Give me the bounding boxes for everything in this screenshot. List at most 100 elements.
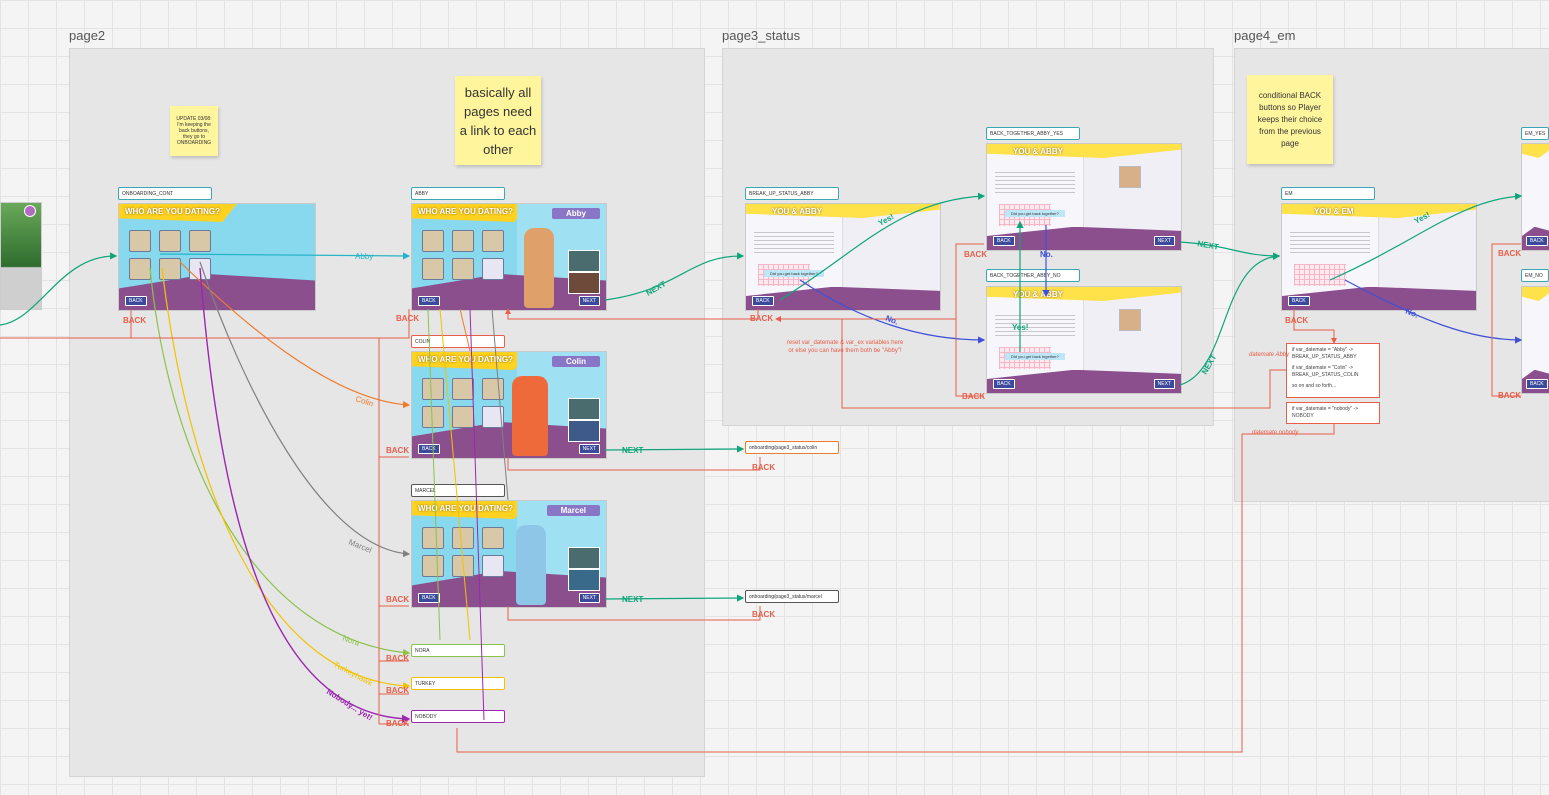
edge-back-abby[interactable]	[0, 309, 410, 339]
frame-colin[interactable]: WHO ARE YOU DATING? Colin BACK NEXT	[411, 351, 607, 459]
label-nobody[interactable]: NOBODY	[411, 710, 505, 723]
edge-next-marcel[interactable]	[604, 594, 745, 602]
edge-datemate-abby[interactable]	[841, 319, 1286, 409]
next-button[interactable]: NEXT	[578, 593, 600, 603]
back-button[interactable]: BACK	[418, 593, 440, 603]
edge-back-break-up[interactable]	[505, 308, 759, 320]
avatar[interactable]	[189, 230, 211, 252]
frame-heading: WHO ARE YOU DATING?	[125, 207, 220, 216]
edge-nobody[interactable]	[199, 267, 411, 723]
avatar[interactable]	[482, 258, 504, 280]
frame-marcel[interactable]: WHO ARE YOU DATING? Marcel BACK NEXT	[411, 500, 607, 608]
frame-back-together-abby-yes[interactable]: YOU & ABBY Did you get back together? BA…	[986, 143, 1182, 251]
edge-colin[interactable]	[179, 261, 411, 409]
label-marcel-next[interactable]: onboarding/page3_status/marcel	[745, 590, 839, 603]
photo	[568, 272, 600, 294]
frame-onboarding-cont[interactable]: WHO ARE YOU DATING? BACK	[118, 203, 316, 311]
character-name: Colin	[552, 356, 600, 367]
edge-back-colin-status[interactable]	[507, 457, 761, 471]
label-break-up-status-abby[interactable]: BREAK_UP_STATUS_ABBY	[745, 187, 839, 200]
avatar[interactable]	[452, 258, 474, 280]
edge-marcel[interactable]	[199, 261, 411, 558]
label-em[interactable]: EM	[1281, 187, 1375, 200]
edge-no[interactable]	[799, 279, 986, 344]
conditional-nobody-note[interactable]: if var_datemate = "nobody" -> NOBODY	[1286, 402, 1380, 424]
avatar[interactable]	[482, 406, 504, 428]
frame-abby[interactable]: WHO ARE YOU DATING? Abby BACK NEXT	[411, 203, 607, 311]
frame-heading: WHO ARE YOU DATING?	[418, 355, 513, 364]
edge-yes[interactable]	[779, 192, 986, 301]
frame-back-together-abby-no[interactable]: YOU & ABBY Did you get back together? BA…	[986, 286, 1182, 394]
avatar[interactable]	[129, 230, 151, 252]
section-title-page2: page2	[69, 28, 106, 43]
next-button[interactable]: NEXT	[1153, 236, 1175, 246]
edge-back-marcel-status[interactable]	[507, 606, 761, 621]
avatar-grid	[422, 527, 508, 577]
edge-label-next: NEXT	[622, 446, 643, 455]
avatar[interactable]	[482, 527, 504, 549]
frame-em-yes[interactable]: BACK	[1521, 143, 1549, 251]
avatar[interactable]	[482, 555, 504, 577]
edge-nora[interactable]	[149, 267, 411, 657]
label-colin-next[interactable]: onboarding/page3_status/colin	[745, 441, 839, 454]
sticky-note-update[interactable]: UPDATE 03/08: I'm keeping the back butto…	[170, 106, 218, 156]
avatar[interactable]	[422, 406, 444, 428]
frame-break-up-status-abby[interactable]: YOU & ABBY Did you get back together? BA…	[745, 203, 941, 311]
edge-back-onboarding[interactable]	[0, 309, 132, 339]
label-abby[interactable]: ABBY	[411, 187, 505, 200]
avatar[interactable]	[422, 230, 444, 252]
avatar[interactable]	[422, 527, 444, 549]
edge-abby[interactable]	[159, 252, 411, 260]
character-name: Abby	[552, 208, 600, 219]
label-em-yes[interactable]: EM_YES	[1521, 127, 1549, 140]
portrait	[1119, 166, 1141, 188]
previous-page-thumbnail[interactable]	[0, 202, 42, 310]
character-name: Marcel	[546, 505, 600, 516]
edge-label-back: BACK	[750, 314, 773, 323]
avatar[interactable]	[159, 258, 181, 280]
edge-from-previous[interactable]	[0, 252, 118, 326]
edge-datemate-nobody[interactable]	[456, 424, 1335, 753]
back-button[interactable]: BACK	[418, 296, 440, 306]
edge-next-yes[interactable]	[1179, 241, 1281, 260]
label-turkey[interactable]: TURKEY	[411, 677, 505, 690]
back-button[interactable]: BACK	[1526, 236, 1548, 246]
avatar[interactable]	[422, 555, 444, 577]
edge-label-no: No.	[884, 314, 899, 327]
avatar[interactable]	[452, 378, 474, 400]
avatar[interactable]	[452, 230, 474, 252]
conditional-back-note[interactable]: if var_datemate = "Abby" -> BREAK_UP_STA…	[1286, 343, 1380, 398]
back-button[interactable]: BACK	[418, 444, 440, 454]
edge-label-back: BACK	[386, 654, 409, 663]
reset-variables-note[interactable]: reset var_datemate & var_ex variables he…	[786, 340, 904, 354]
avatar[interactable]	[482, 230, 504, 252]
back-button[interactable]: BACK	[125, 296, 147, 306]
label-colin[interactable]: COLIN	[411, 335, 505, 348]
edge-next-abby[interactable]	[604, 252, 745, 301]
note-line: if var_datemate = "Abby" -> BREAK_UP_STA…	[1292, 347, 1357, 360]
edge-turkey[interactable]	[161, 267, 411, 690]
back-button[interactable]: BACK	[993, 236, 1015, 246]
edge-next-colin[interactable]	[604, 445, 745, 453]
avatar[interactable]	[452, 527, 474, 549]
next-button[interactable]: NEXT	[578, 444, 600, 454]
avatar[interactable]	[422, 378, 444, 400]
avatar[interactable]	[422, 258, 444, 280]
back-button[interactable]: BACK	[993, 379, 1015, 389]
back-button[interactable]: BACK	[752, 296, 774, 306]
label-back-together-abby-yes[interactable]: BACK_TOGETHER_ABBY_YES	[986, 127, 1080, 140]
edge-next-no[interactable]	[1179, 252, 1281, 386]
avatar[interactable]	[159, 230, 181, 252]
back-button[interactable]: BACK	[1526, 379, 1548, 389]
photo	[568, 398, 600, 420]
sticky-note-links[interactable]: basically all pages need a link to each …	[455, 76, 541, 165]
next-button[interactable]: NEXT	[1153, 379, 1175, 389]
edge-label-next: NEXT	[645, 279, 668, 298]
next-button[interactable]: NEXT	[578, 296, 600, 306]
edge-label-no: No.	[1040, 250, 1053, 259]
sticky-note-conditional[interactable]: conditional BACK buttons so Player keeps…	[1247, 75, 1333, 164]
label-onboarding-cont[interactable]: ONBOARDING_CONT	[118, 187, 212, 200]
label-back-together-abby-no[interactable]: BACK_TOGETHER_ABBY_NO	[986, 269, 1080, 282]
back-button[interactable]: BACK	[1288, 296, 1310, 306]
frame-em-no[interactable]: BACK	[1521, 286, 1549, 394]
